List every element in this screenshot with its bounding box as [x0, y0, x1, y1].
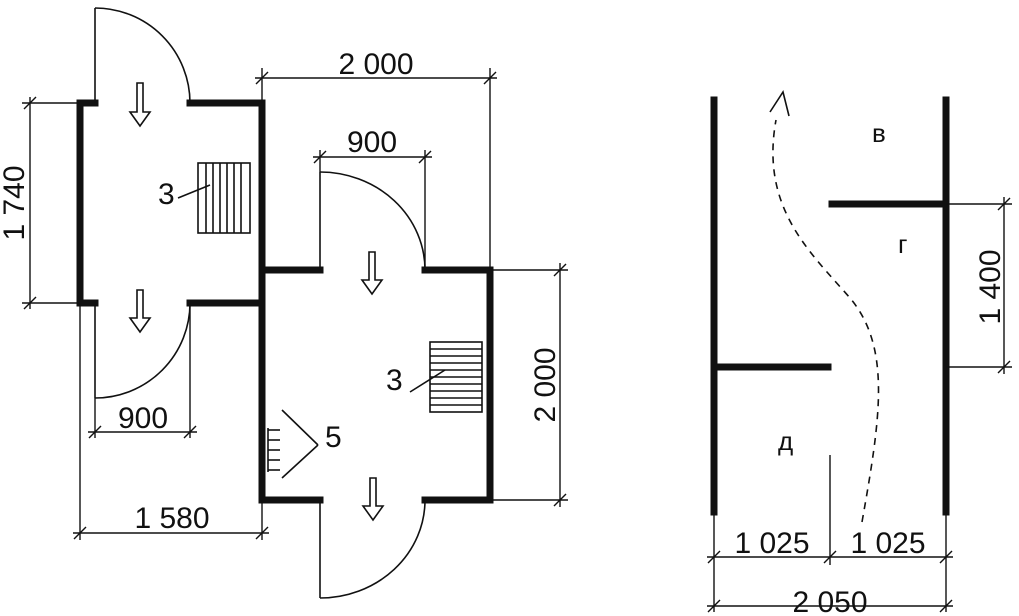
dim-door-bottom: 900: [88, 303, 197, 439]
dim-bottom-width: 1 580: [73, 303, 269, 540]
path-arrow-icon: [769, 90, 790, 117]
callout-handrail: 5: [325, 421, 342, 454]
flow-arrow-icon: [360, 251, 384, 296]
callout-stair-lower: 3: [386, 364, 403, 397]
dim-door-bottom-label: 900: [118, 402, 168, 435]
zone-label-g: г: [898, 229, 907, 259]
dim-half-left-label: 1 025: [734, 527, 809, 560]
dim-top-width: 2 000: [255, 48, 497, 270]
callout-stair-upper: 3: [158, 178, 175, 211]
dim-half-right-label: 1 025: [850, 527, 925, 560]
dim-left-height-label: 1 740: [0, 165, 31, 240]
stair-symbol-upper: [177, 162, 251, 234]
dim-total-width: 2 050: [707, 586, 953, 616]
door-upper-top: [94, 7, 191, 104]
corridor-walls: [710, 96, 950, 516]
dim-bottom-width-label: 1 580: [134, 502, 209, 535]
dim-partition-gap-label: 1 400: [974, 249, 1007, 324]
dim-partition-gap: 1 400: [946, 197, 1012, 374]
dim-total-width-label: 2 050: [792, 586, 867, 616]
door-upper-bottom: [94, 302, 191, 399]
left-plan: 2 000 900 1 740 900: [0, 7, 568, 599]
dim-door-top-label: 900: [347, 126, 397, 159]
door-lower-top: [319, 171, 426, 271]
door-lower-bottom: [319, 499, 426, 599]
dim-right-height: 2 000: [490, 263, 568, 507]
flow-arrow-icon: [128, 82, 152, 128]
dim-right-height-label: 2 000: [529, 347, 562, 422]
travel-path: [769, 90, 880, 523]
dim-door-top: 900: [313, 126, 432, 270]
zone-label-d: д: [778, 426, 793, 456]
dim-top-width-label: 2 000: [338, 48, 413, 81]
stair-symbol-lower: [409, 341, 483, 413]
right-plan: в г д 1 400 1 025 1 025: [707, 90, 1012, 616]
upper-vestibule-walls: [76, 99, 266, 307]
zone-label-v: в: [872, 118, 886, 148]
handrail-symbol: [267, 409, 319, 479]
lower-vestibule-walls: [258, 266, 494, 504]
dim-left-height: 1 740: [0, 96, 80, 310]
partitions: [710, 200, 950, 371]
flow-arrow-icon: [128, 289, 152, 334]
flow-arrow-icon: [361, 477, 385, 522]
dim-half-widths: 1 025 1 025: [707, 455, 953, 612]
